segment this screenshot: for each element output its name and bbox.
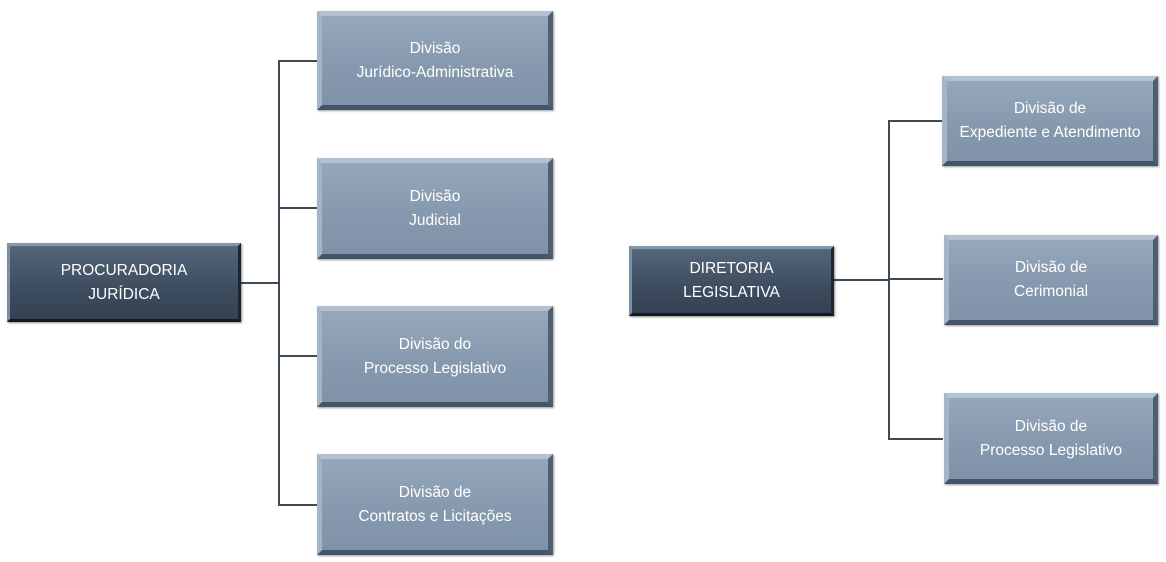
- node-label-line2: Processo Legislativo: [979, 441, 1123, 459]
- node-label-line2: Judicial: [409, 211, 461, 229]
- procuradoria-juridica-node: PROCURADORIA JURÍDICA: [7, 243, 241, 322]
- left-branch-connector-4: [278, 504, 318, 506]
- node-label-line1: Divisão: [409, 187, 461, 205]
- divisao-expediente-atendimento-node: Divisão de Expediente e Atendimento: [942, 76, 1158, 166]
- node-label-line1: Divisão do: [398, 335, 472, 353]
- node-label-line1: Divisão de: [1014, 259, 1088, 276]
- node-label-line2: JURÍDICA: [88, 285, 160, 303]
- divisao-cerimonial-node: Divisão de Cerimonial: [944, 235, 1158, 325]
- divisao-juridico-administrativa-node: Divisão Jurídico-Administrativa: [317, 11, 553, 110]
- right-branch-connector-1: [888, 120, 943, 122]
- divisao-processo-legislativo-node: Divisão do Processo Legislativo: [317, 306, 553, 407]
- node-label-line2: Processo Legislativo: [363, 359, 507, 377]
- divisao-processo-legislativo-right-node: Divisão de Processo Legislativo: [944, 393, 1158, 484]
- node-label-line2: Contratos e Licitações: [358, 507, 512, 525]
- node-label-line1: PROCURADORIA: [60, 261, 188, 279]
- node-label-line1: Divisão: [409, 39, 461, 57]
- right-trunk-line: [888, 120, 890, 440]
- divisao-contratos-licitacoes-node: Divisão de Contratos e Licitações: [317, 454, 553, 555]
- node-label-line1: DIRETORIA: [689, 260, 774, 277]
- node-label-line1: Divisão de: [1014, 417, 1088, 435]
- left-root-connector: [240, 282, 280, 284]
- left-trunk-line: [278, 60, 280, 506]
- left-branch-connector-2: [278, 207, 318, 209]
- node-label-line2: Cerimonial: [1013, 283, 1089, 300]
- node-label-line2: Expediente e Atendimento: [959, 124, 1141, 141]
- left-branch-connector-1: [278, 60, 318, 62]
- right-root-connector: [833, 279, 890, 281]
- node-label-line1: Divisão de: [398, 483, 472, 501]
- divisao-judicial-node: Divisão Judicial: [317, 158, 553, 259]
- node-label-line2: LEGISLATIVA: [683, 284, 780, 301]
- right-branch-connector-3: [888, 438, 943, 440]
- diretoria-legislativa-node: DIRETORIA LEGISLATIVA: [629, 246, 834, 316]
- node-label-line1: Divisão de: [1013, 100, 1087, 117]
- left-branch-connector-3: [278, 355, 318, 357]
- right-branch-connector-2: [888, 278, 943, 280]
- node-label-line2: Jurídico-Administrativa: [356, 63, 514, 81]
